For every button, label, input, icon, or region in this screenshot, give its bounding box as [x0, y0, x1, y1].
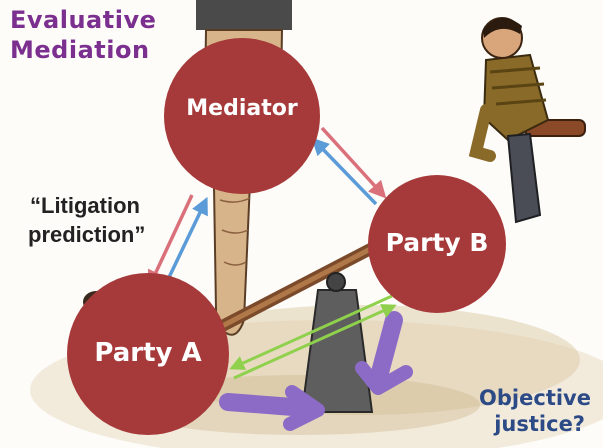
quote-line-1: “Litigation	[30, 193, 140, 218]
party-a-label: Party A	[94, 338, 202, 368]
seated-man-icon	[468, 17, 586, 224]
mediator-node	[164, 38, 320, 194]
purple-arrows	[219, 311, 413, 431]
seesaw-icon	[199, 199, 461, 413]
green-arrows	[229, 294, 397, 380]
party-b-node	[368, 175, 506, 313]
objective-justice-line-2: justice?	[494, 412, 585, 436]
title-line-2: Mediation	[10, 36, 150, 64]
title-line-1: Evaluative	[10, 6, 157, 34]
mediator-label: Mediator	[186, 96, 298, 121]
party-b-label: Party B	[385, 228, 489, 257]
objective-justice-line-1: Objective	[479, 386, 591, 410]
quote-line-2: prediction”	[28, 222, 146, 247]
party-a-node	[67, 273, 229, 435]
